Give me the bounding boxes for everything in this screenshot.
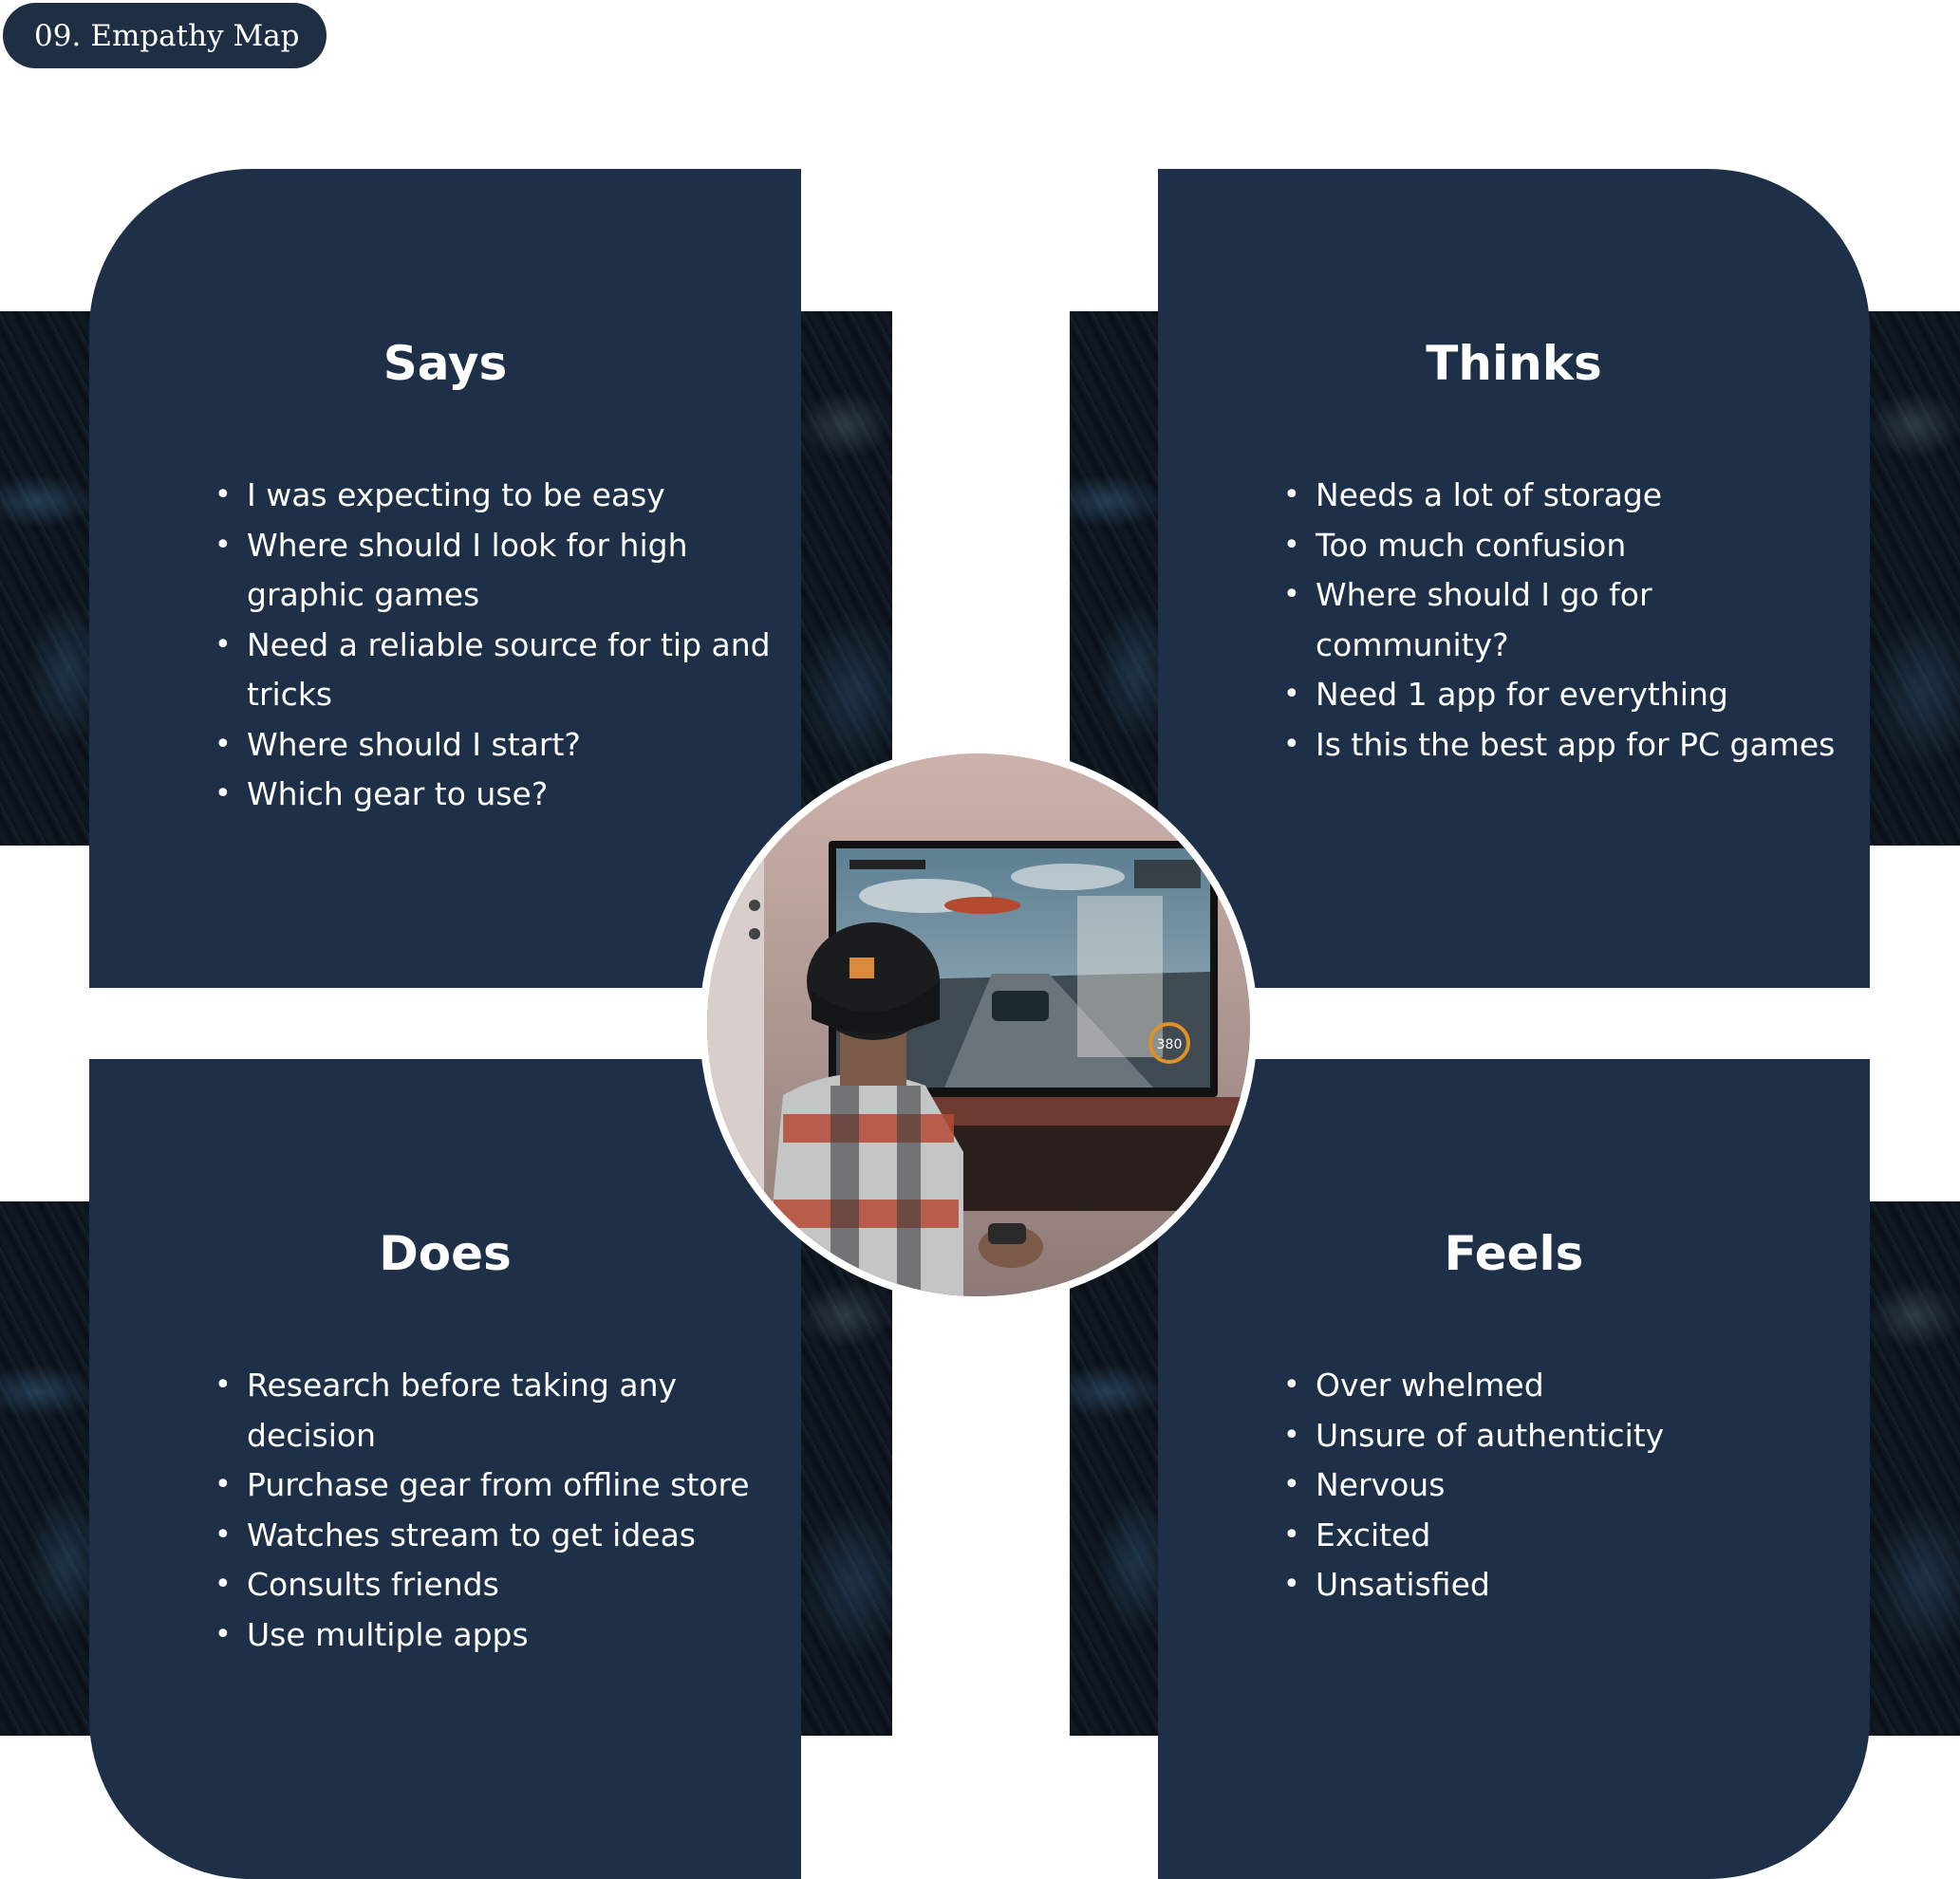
does-list: • Research before taking any decision • Pur… (215, 1361, 778, 1661)
says-card: Says • I was expecting to be easy • Where s… (89, 169, 801, 988)
list-item-text: Needs a lot of storage (1316, 476, 1663, 513)
gamer-illustration: 380 (707, 753, 1250, 1296)
gamer-photo: 380 (707, 753, 1250, 1296)
list-item: • Need 1 app for everything (1283, 670, 1847, 720)
section-label: 09. Empathy Map (3, 3, 327, 68)
list-item: • Where should I look for high graphic ga… (215, 521, 778, 621)
bullet-icon: • (1283, 1468, 1300, 1501)
hud-speed-readout: 380 (1157, 1037, 1183, 1052)
list-item: • Consults friends (215, 1560, 778, 1610)
bullet-icon: • (215, 1468, 232, 1501)
list-item: • Purchase gear from offline store (215, 1460, 778, 1511)
bullet-icon: • (1283, 727, 1300, 761)
bullet-icon: • (215, 1517, 232, 1552)
list-item-text: Is this the best app for PC games (1316, 725, 1836, 763)
list-item-text: Over whelmed (1316, 1367, 1544, 1404)
bullet-icon: • (215, 478, 232, 512)
bullet-icon: • (1283, 578, 1300, 611)
list-item-text: Use multiple apps (247, 1615, 529, 1653)
list-item: • Excited (1283, 1511, 1847, 1561)
section-number: 09. (34, 18, 82, 53)
says-title: Says (383, 336, 508, 391)
list-item: • Which gear to use? (215, 770, 778, 820)
bullet-icon: • (215, 528, 232, 562)
bullet-icon: • (215, 727, 232, 761)
list-item-text: Where should I start? (247, 725, 581, 763)
list-item-text: Unsure of authenticity (1316, 1416, 1665, 1454)
list-item: • Unsatisfied (1283, 1560, 1847, 1610)
list-item-text: Unsatisfied (1316, 1566, 1490, 1603)
bullet-icon: • (215, 1617, 232, 1651)
list-item: • Use multiple apps (215, 1610, 778, 1661)
says-list: • I was expecting to be easy • Where should… (215, 471, 778, 820)
list-item: • Where should I start? (215, 720, 778, 771)
bullet-icon: • (1283, 1368, 1300, 1402)
list-item-text: Need 1 app for everything (1316, 676, 1728, 713)
list-item: • Where should I go for community? (1283, 570, 1847, 670)
feels-card: Feels • Over whelmed • Unsure of authentici… (1158, 1059, 1870, 1879)
thinks-card: Thinks • Needs a lot of storage • Too much … (1158, 169, 1870, 988)
section-title: Empathy Map (90, 18, 300, 53)
list-item: • Needs a lot of storage (1283, 471, 1847, 521)
bullet-icon: • (1283, 1418, 1300, 1452)
bullet-icon: • (1283, 1517, 1300, 1552)
list-item: • Research before taking any decision (215, 1361, 778, 1460)
list-item-text: Need a reliable source for tip and trick… (247, 625, 771, 714)
list-item-text: Where should I look for high graphic gam… (247, 526, 688, 614)
bullet-icon: • (215, 1568, 232, 1601)
bullet-icon: • (215, 777, 232, 810)
thinks-list: • Needs a lot of storage • Too much confusi… (1283, 471, 1847, 771)
list-item: • Watches stream to get ideas (215, 1511, 778, 1561)
list-item: • Over whelmed (1283, 1361, 1847, 1411)
feels-title: Feels (1444, 1226, 1584, 1281)
list-item-text: I was expecting to be easy (247, 476, 665, 513)
list-item-text: Excited (1316, 1516, 1431, 1553)
list-item-text: Watches stream to get ideas (247, 1516, 696, 1553)
bullet-icon: • (1283, 478, 1300, 512)
thinks-title: Thinks (1426, 336, 1602, 391)
does-card: Does • Research before taking any decisio… (89, 1059, 801, 1879)
list-item-text: Too much confusion (1316, 526, 1627, 564)
list-item: • Need a reliable source for tip and tric… (215, 621, 778, 720)
bullet-icon: • (215, 1368, 232, 1402)
bullet-icon: • (1283, 1568, 1300, 1601)
list-item-text: Nervous (1316, 1466, 1446, 1503)
list-item: • Unsure of authenticity (1283, 1411, 1847, 1461)
list-item: • Nervous (1283, 1460, 1847, 1511)
list-item: • Is this the best app for PC games (1283, 720, 1847, 771)
list-item-text: Consults friends (247, 1566, 499, 1603)
bullet-icon: • (1283, 678, 1300, 711)
list-item: • I was expecting to be easy (215, 471, 778, 521)
list-item-text: Purchase gear from offline store (247, 1466, 750, 1503)
bullet-icon: • (1283, 528, 1300, 562)
list-item: • Too much confusion (1283, 521, 1847, 571)
does-title: Does (379, 1226, 512, 1281)
list-item-text: Which gear to use? (247, 775, 549, 812)
list-item-text: Research before taking any decision (247, 1367, 678, 1454)
bullet-icon: • (215, 627, 232, 661)
center-photo-frame: 380 (700, 746, 1258, 1304)
feels-list: • Over whelmed • Unsure of authenticity • Ner… (1283, 1361, 1847, 1610)
list-item-text: Where should I go for community? (1316, 576, 1652, 663)
